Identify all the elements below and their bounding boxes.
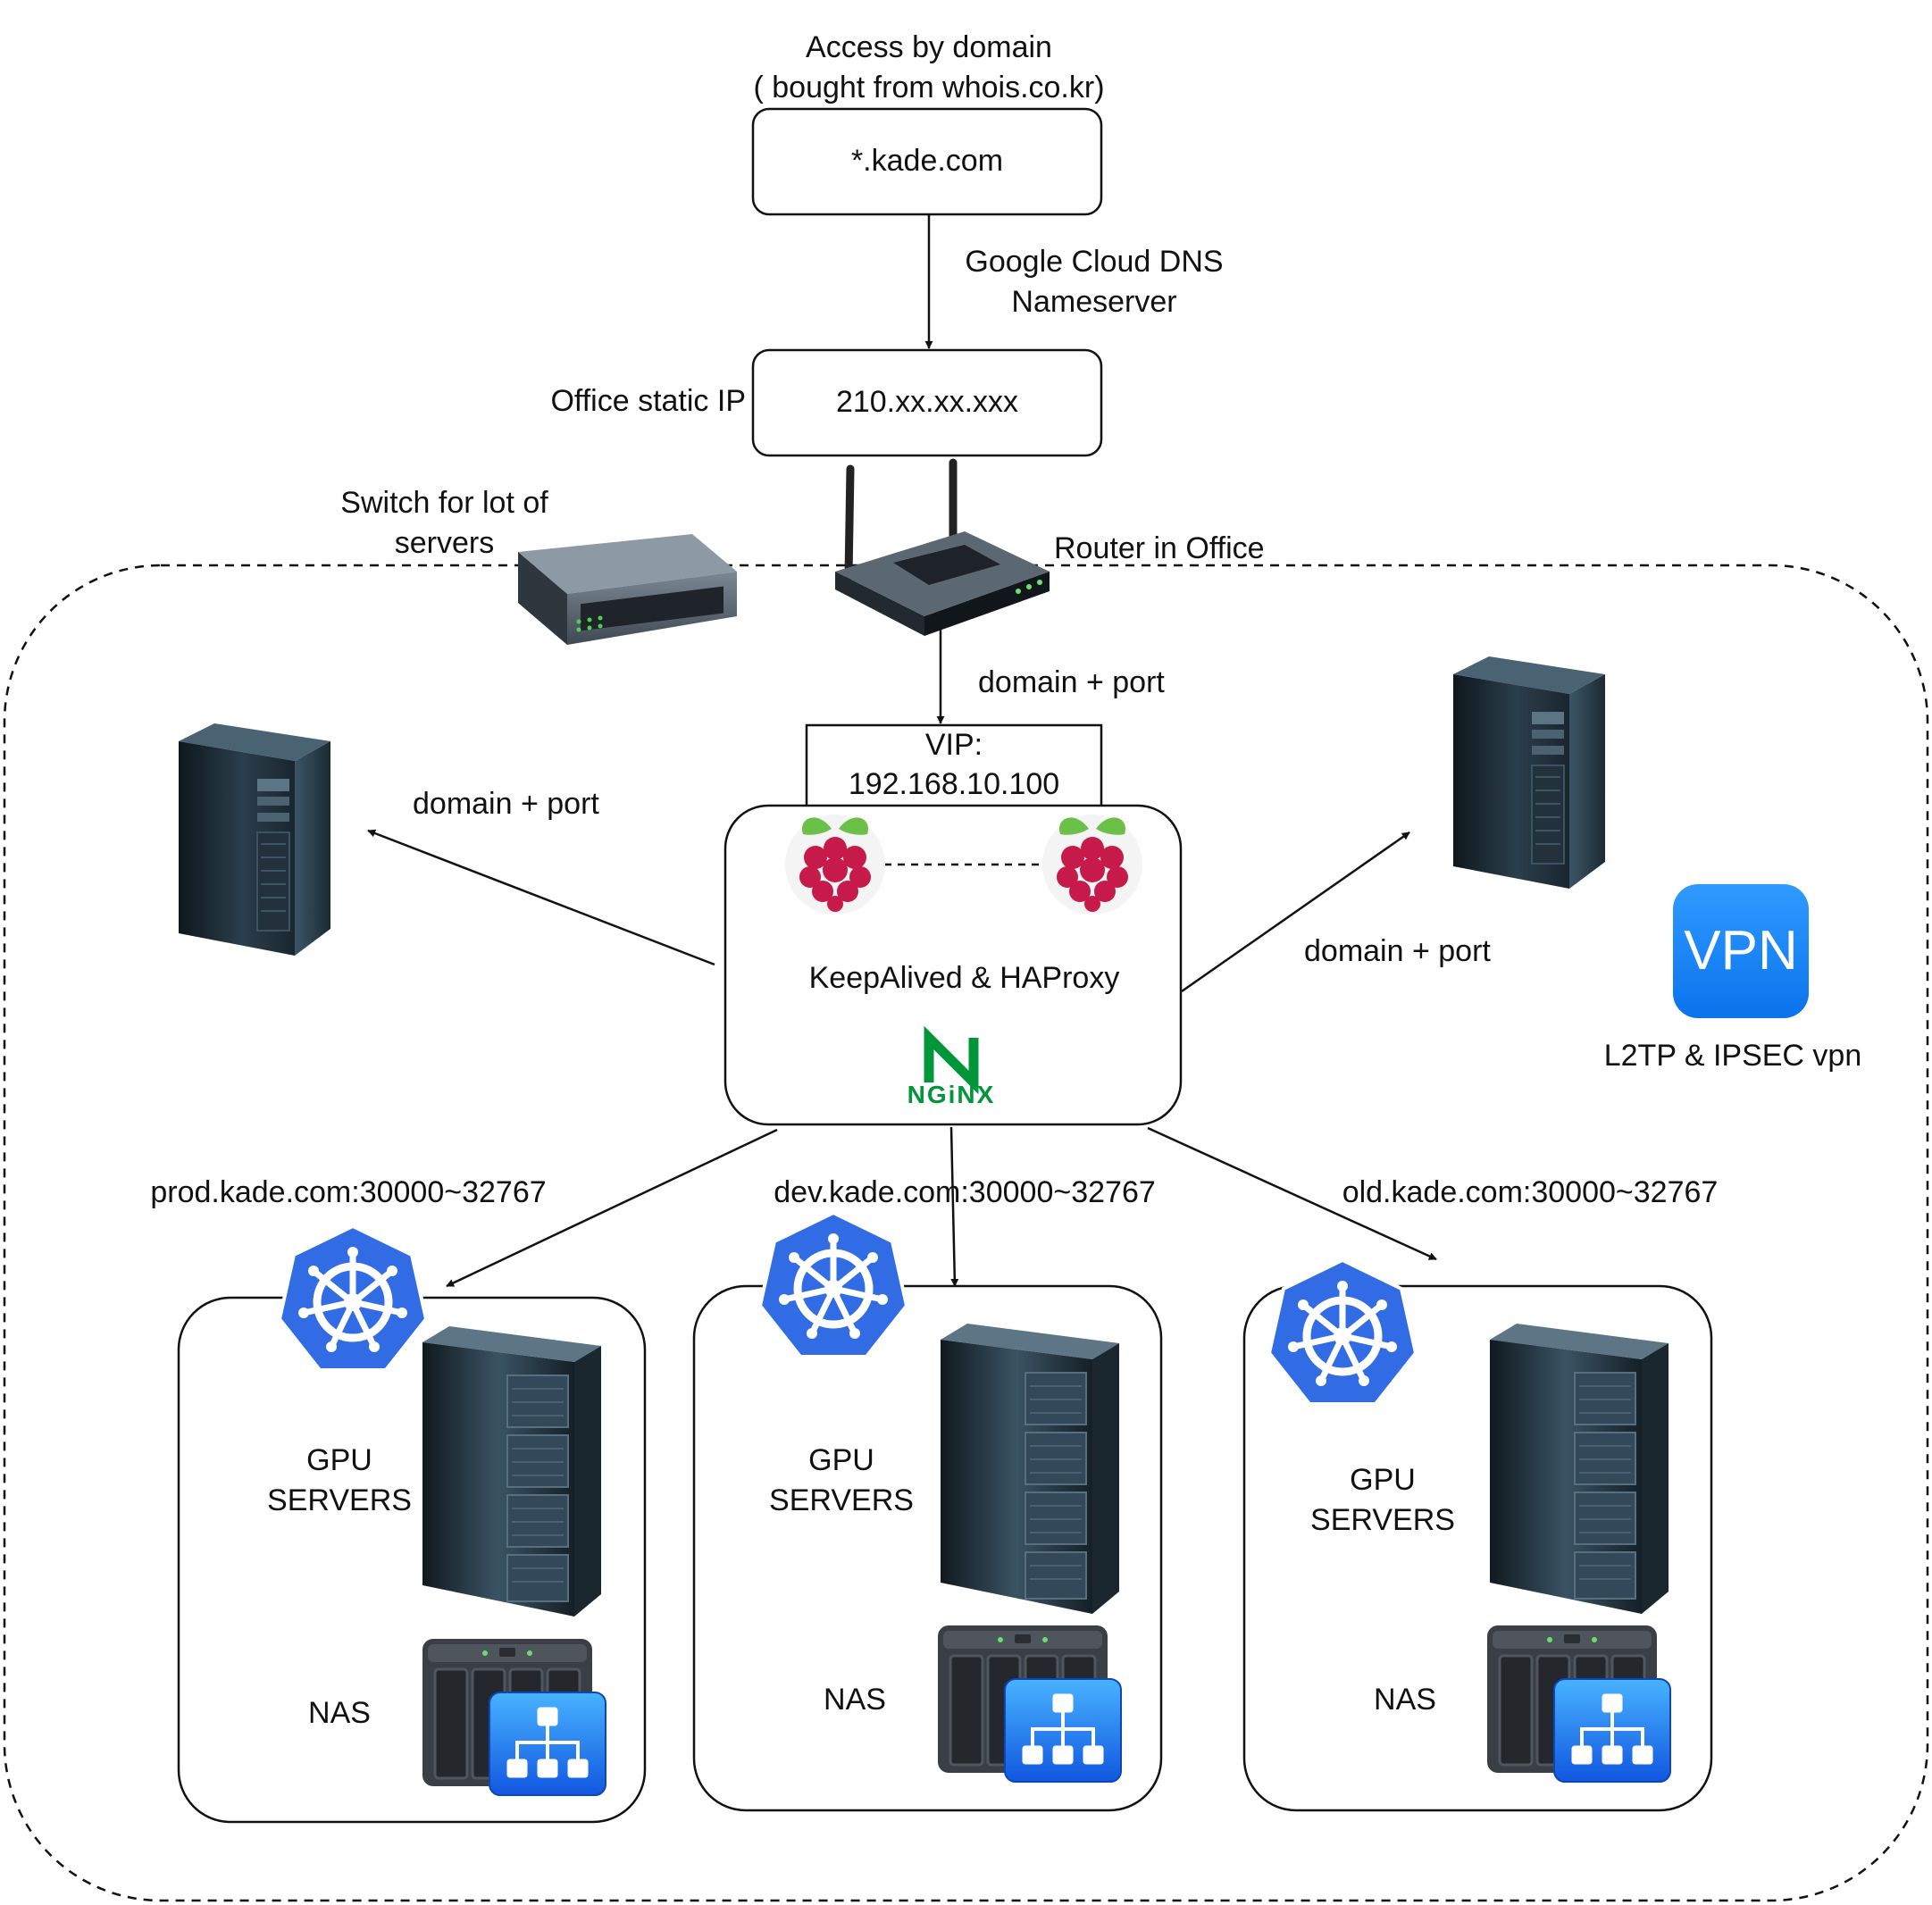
- dev-route-label: dev.kade.com:30000~32767: [774, 1175, 1156, 1209]
- server-tower-icon: [1452, 656, 1606, 890]
- domain-header-line1: Access by domain: [806, 30, 1052, 64]
- domain-label: *.kade.com: [850, 144, 1004, 178]
- static-ip-caption: Office static IP: [550, 384, 746, 418]
- static-ip-box-frame: [751, 348, 1103, 457]
- dns-label-line2: Nameserver: [1011, 285, 1177, 319]
- vpn-icon: [1673, 884, 1809, 1018]
- lb-to-left-server-arrow: [367, 829, 715, 966]
- server-tower-icon: [178, 723, 331, 957]
- dns-label-line1: Google Cloud DNS: [965, 245, 1224, 279]
- router-to-vip-edge-label: domain + port: [978, 665, 1165, 699]
- server-rack-icon: [940, 1323, 1120, 1615]
- vpn-logo-text: VPN: [1684, 920, 1798, 982]
- kubernetes-icon: [760, 1213, 907, 1357]
- raspberry-pi-icon: [785, 815, 885, 915]
- switch-label-line1: Switch for lot of: [340, 486, 548, 520]
- dev-nas-label: NAS: [824, 1683, 886, 1717]
- static-ip-label: 210.xx.xx.xxx: [835, 385, 1019, 419]
- router-label: Router in Office: [1054, 531, 1265, 565]
- lb-right-edge-label: domain + port: [1304, 934, 1491, 968]
- vpn-caption: L2TP & IPSEC vpn: [1603, 1039, 1862, 1073]
- prod-route-label: prod.kade.com:30000~32767: [150, 1175, 547, 1209]
- vip-line2: 192.168.10.100: [848, 767, 1060, 801]
- router-icon: [835, 458, 1050, 636]
- nginx-icon: [924, 1025, 979, 1095]
- nginx-logo-text: NGiNX: [907, 1081, 996, 1108]
- domain-header-line2: ( bought from whois.co.kr): [753, 71, 1105, 104]
- load-balancer-label: KeepAlived & HAProxy: [808, 961, 1120, 995]
- old-nas-label: NAS: [1374, 1683, 1436, 1717]
- domain-box-frame: [751, 107, 1103, 216]
- server-rack-icon: [1489, 1323, 1669, 1615]
- nas-icon: [1485, 1624, 1672, 1784]
- old-gpu-label-line1: GPU: [1350, 1463, 1416, 1497]
- nas-icon: [936, 1624, 1123, 1784]
- lb-to-old-arrow: [1147, 1126, 1437, 1261]
- kubernetes-icon: [1269, 1260, 1416, 1404]
- vip-line1: VIP:: [924, 728, 983, 762]
- lb-left-edge-label: domain + port: [413, 787, 599, 821]
- prod-gpu-label-line1: GPU: [306, 1443, 372, 1477]
- prod-nas-label: NAS: [308, 1696, 371, 1730]
- prod-gpu-label-line2: SERVERS: [267, 1483, 412, 1517]
- vip-box-frame: [805, 723, 1103, 816]
- old-gpu-label-line2: SERVERS: [1310, 1503, 1455, 1537]
- switch-label-line2: servers: [394, 526, 495, 560]
- lb-to-right-server-arrow: [1181, 831, 1410, 993]
- old-route-label: old.kade.com:30000~32767: [1342, 1175, 1719, 1209]
- switch-icon: [518, 534, 737, 645]
- server-rack-icon: [422, 1325, 602, 1617]
- dev-gpu-label-line1: GPU: [808, 1443, 874, 1477]
- lb-to-dev-arrow: [949, 1126, 959, 1287]
- lb-to-prod-arrow: [446, 1128, 778, 1288]
- raspberry-pi-icon: [1042, 815, 1142, 915]
- kubernetes-icon: [280, 1226, 426, 1370]
- nas-icon: [421, 1637, 607, 1797]
- dev-gpu-label-line2: SERVERS: [769, 1483, 914, 1517]
